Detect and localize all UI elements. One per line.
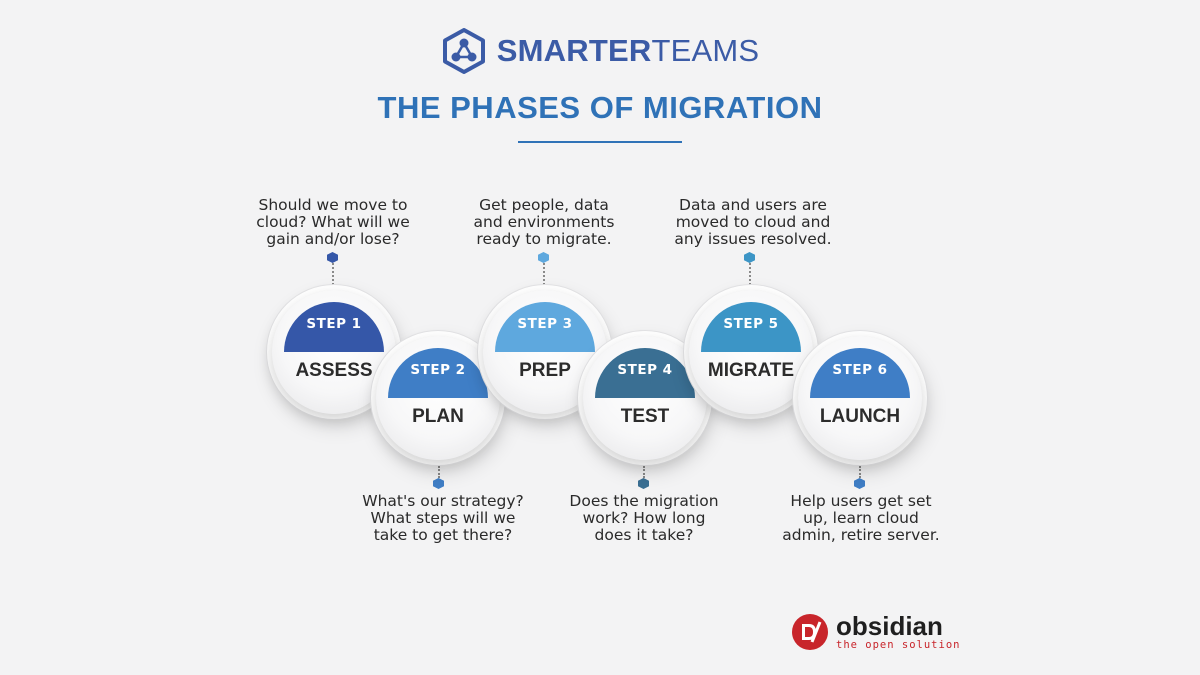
title-underline — [518, 141, 682, 143]
obsidian-logo: obsidian the open solution — [790, 612, 960, 652]
obsidian-wordmark: obsidian — [836, 611, 943, 641]
obsidian-logo-icon — [792, 614, 828, 650]
step-3-circle: STEP 3 PREP — [483, 290, 607, 414]
step-1-name: ASSESS — [295, 360, 373, 381]
step-6-name: LAUNCH — [819, 406, 901, 427]
step-1-label: STEP 1 — [306, 316, 362, 332]
step-3-label: STEP 3 — [517, 316, 573, 332]
step-6-label: STEP 6 — [832, 362, 888, 378]
network-hex-icon — [442, 28, 485, 74]
step-4-circle: STEP 4 TEST — [583, 336, 707, 460]
obsidian-tagline: the open solution — [836, 639, 961, 651]
step-5-circle: STEP 5 MIGRATE — [689, 290, 813, 414]
step-4-name: TEST — [620, 406, 670, 427]
step-1-connector — [327, 252, 339, 285]
step-2-circle: STEP 2 PLAN — [376, 336, 500, 460]
step-2-label: STEP 2 — [410, 362, 466, 378]
step-2-connector — [433, 466, 445, 489]
step-3-connector — [538, 252, 550, 285]
step-5-label: STEP 5 — [723, 316, 779, 332]
step-4-label: STEP 4 — [617, 362, 673, 378]
step-1-circle: STEP 1 ASSESS — [272, 290, 396, 414]
step-5-connector — [744, 252, 756, 285]
step-2-name: PLAN — [412, 406, 464, 427]
step-3-name: PREP — [519, 360, 571, 381]
brand-name: SMARTERTEAMS — [496, 33, 760, 68]
step-6-circle: STEP 6 LAUNCH — [798, 336, 922, 460]
page-title: THE PHASES OF MIGRATION — [377, 90, 823, 125]
step-5-name: MIGRATE — [707, 360, 795, 381]
step-4-connector — [638, 466, 650, 489]
step-6-connector — [854, 466, 866, 489]
brand-header: SMARTERTEAMS — [0, 28, 1200, 74]
